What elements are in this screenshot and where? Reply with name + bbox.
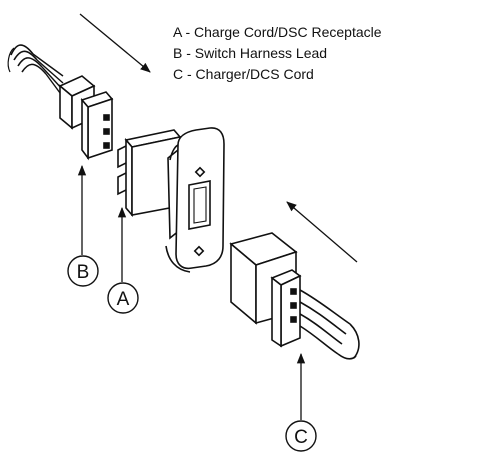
switch-harness-lead bbox=[7, 44, 114, 161]
callout-a-circle bbox=[107, 282, 139, 314]
legend: A - Charge Cord/DSC Receptacle B - Switc… bbox=[173, 22, 382, 85]
direction-arrow-top bbox=[79, 13, 151, 73]
callout-b-circle bbox=[67, 255, 99, 287]
legend-item-c: C - Charger/DCS Cord bbox=[173, 66, 314, 82]
charger-cord bbox=[229, 232, 360, 360]
callout-c-circle bbox=[285, 420, 317, 452]
callout-c-label: C bbox=[294, 427, 308, 448]
legend-item-b: B - Switch Harness Lead bbox=[173, 45, 328, 61]
callout-a-label: A bbox=[117, 289, 130, 310]
callout-b-label: B bbox=[77, 262, 90, 283]
direction-arrow-right bbox=[286, 201, 358, 263]
legend-item-a: A - Charge Cord/DSC Receptacle bbox=[173, 24, 382, 40]
charge-receptacle bbox=[117, 127, 225, 273]
